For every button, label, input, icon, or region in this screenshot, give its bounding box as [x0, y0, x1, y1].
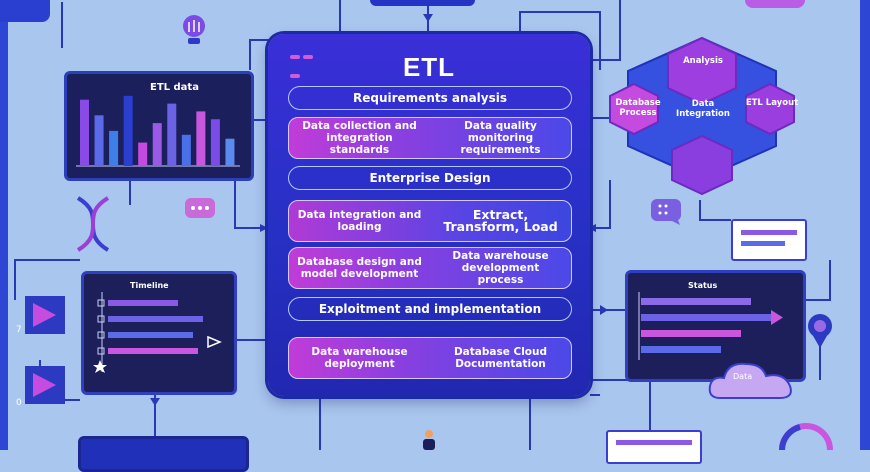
document-card — [731, 219, 807, 261]
hex-label-left: Database Process — [615, 98, 661, 118]
chart-bar — [225, 138, 235, 166]
chart-bar — [94, 115, 104, 166]
section-enterprise-design: Enterprise Design — [288, 166, 572, 190]
person-icon — [423, 430, 435, 450]
top-connector-tab — [370, 0, 475, 6]
chart-label: ETL data — [150, 82, 199, 93]
card-right-text: Extract, Transform, Load — [443, 207, 558, 234]
dot — [290, 74, 300, 78]
left-gantt-bars — [93, 292, 222, 373]
chart-bar — [138, 142, 148, 166]
location-pin-icon — [808, 314, 832, 348]
window-dots — [290, 55, 328, 78]
hexagon-cluster — [609, 36, 795, 196]
card-left-text: Data collection and integration standard… — [302, 120, 417, 156]
right-gantt-title: Status — [688, 281, 718, 290]
card-etl: Data integration and loading Extract, Tr… — [288, 200, 572, 242]
chart-bar — [210, 119, 220, 166]
card-deployment: Data warehouse deployment Database Cloud… — [288, 337, 572, 379]
chart-bar — [109, 130, 119, 166]
chart-bar — [196, 111, 206, 166]
chart-bar — [181, 134, 191, 166]
hex-label-right: ETL Layout — [745, 98, 799, 108]
bottom-left-box — [78, 436, 249, 472]
card-right-text: Data warehouse development process — [452, 250, 549, 286]
card-right-text: Data quality monitoring requirements — [460, 120, 541, 156]
chart-bar — [152, 123, 162, 166]
dna-icon — [76, 196, 110, 252]
card-left-text: Data warehouse deployment — [311, 346, 408, 370]
right-gantt-bars — [638, 292, 783, 360]
lightbulb-icon — [183, 15, 205, 44]
section-requirements: Requirements analysis — [288, 86, 572, 110]
panel-title: ETL — [402, 52, 456, 82]
card-database-design: Database design and model development Da… — [288, 247, 572, 289]
dot — [290, 55, 300, 59]
card-requirements: Data collection and integration standard… — [288, 117, 572, 159]
bottom-document-card — [606, 430, 702, 464]
card-left-text: Database design and model development — [297, 256, 422, 280]
chat-bubble-icon — [651, 199, 681, 225]
left-gantt-title: Timeline — [130, 281, 169, 290]
section-exploitment: Exploitment and implementation — [288, 297, 572, 321]
cloud-label: Data — [733, 372, 753, 381]
side-number-bottom: 0 — [16, 398, 22, 408]
cloud-icon — [708, 362, 792, 399]
card-left-text: Data integration and loading — [297, 209, 422, 233]
progress-arc-icon — [779, 423, 833, 450]
top-left-box — [0, 0, 50, 22]
chart-bar — [80, 99, 90, 166]
hex-label-top: Analysis — [683, 56, 723, 66]
dot — [303, 55, 313, 59]
hex-label-center: Data Integration — [676, 99, 730, 119]
card-right-text: Database Cloud Documentation — [453, 346, 548, 370]
side-number-top: 7 — [16, 325, 22, 335]
right-gantt-panel — [625, 270, 806, 382]
chat-bubble-icon — [185, 198, 215, 218]
connector-lines — [0, 0, 870, 450]
left-bar-chart — [76, 95, 240, 167]
chart-bar — [123, 95, 133, 166]
chart-bar — [167, 103, 177, 166]
